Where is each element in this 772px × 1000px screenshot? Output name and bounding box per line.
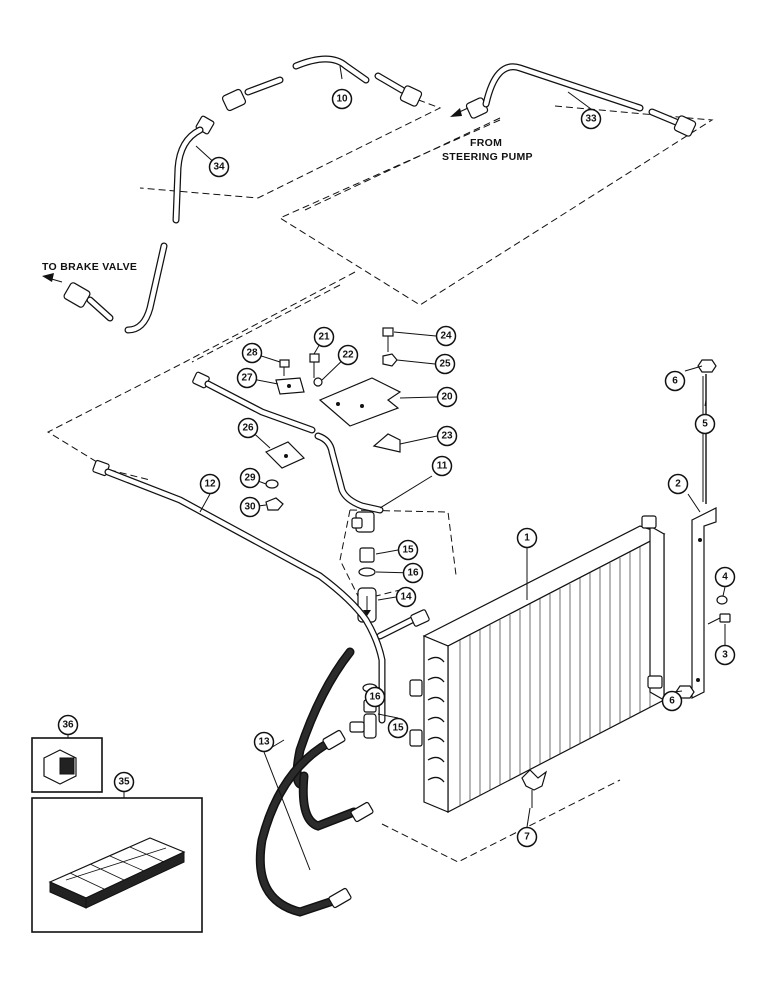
- assembly-guide-lines: [46, 95, 714, 863]
- callout-1: 1: [524, 533, 530, 544]
- caption-steering-pump: STEERING PUMP: [442, 151, 533, 163]
- callout-30: 30: [244, 502, 256, 513]
- caption-from: FROM: [470, 137, 502, 149]
- callout-34: 34: [213, 162, 225, 173]
- callout-23: 23: [441, 431, 453, 442]
- callout-11: 11: [437, 461, 448, 472]
- callout-4: 4: [722, 572, 728, 583]
- oil-cooler: [409, 515, 666, 813]
- callout-24: 24: [440, 331, 452, 342]
- callout-7: 7: [524, 832, 530, 843]
- tube-12: [92, 459, 386, 724]
- leader-lines: [67, 65, 726, 871]
- kit-36-box: [31, 737, 103, 793]
- callout-6-bottom: 6: [669, 696, 675, 707]
- hoses-13: [255, 647, 374, 917]
- callout-20: 20: [441, 392, 453, 403]
- captions: FROM STEERING PUMP TO BRAKE VALVE: [42, 137, 533, 273]
- callout-6-top: 6: [672, 376, 678, 387]
- tube-10: [221, 55, 423, 112]
- callout-numbers: 1 2 3 4 5 6 6 7 10 11 12 13 14 15 15 16 …: [62, 94, 728, 843]
- callout-10: 10: [336, 94, 348, 105]
- fitting-stack-lower: [349, 683, 378, 739]
- callout-27: 27: [241, 373, 253, 384]
- caption-to-brake-valve: TO BRAKE VALVE: [42, 261, 137, 273]
- callout-5: 5: [702, 419, 708, 430]
- callout-bubbles: [57, 88, 736, 848]
- callout-3: 3: [722, 650, 728, 661]
- callout-15-upper: 15: [402, 545, 414, 556]
- callout-28: 28: [246, 348, 258, 359]
- callout-12: 12: [204, 479, 216, 490]
- callout-29: 29: [244, 473, 256, 484]
- callout-16-upper: 16: [407, 568, 419, 579]
- tube-11: [192, 371, 384, 533]
- mount-hardware: [521, 359, 731, 808]
- callout-36: 36: [62, 720, 74, 731]
- callout-35: 35: [118, 777, 130, 788]
- callout-15-lower: 15: [392, 723, 404, 734]
- tube-34: [63, 115, 215, 334]
- tube-33: [465, 63, 697, 137]
- callout-25: 25: [439, 359, 451, 370]
- callout-16-lower: 16: [369, 692, 381, 703]
- callout-13: 13: [258, 737, 270, 748]
- flow-arrows: [42, 107, 469, 283]
- bracket-hardware: [264, 327, 402, 511]
- callout-2: 2: [675, 479, 681, 490]
- kit-35-box: [31, 797, 203, 933]
- callout-22: 22: [342, 350, 354, 361]
- callout-14: 14: [400, 592, 412, 603]
- callout-21: 21: [318, 332, 330, 343]
- callout-26: 26: [242, 423, 254, 434]
- callout-33: 33: [585, 114, 597, 125]
